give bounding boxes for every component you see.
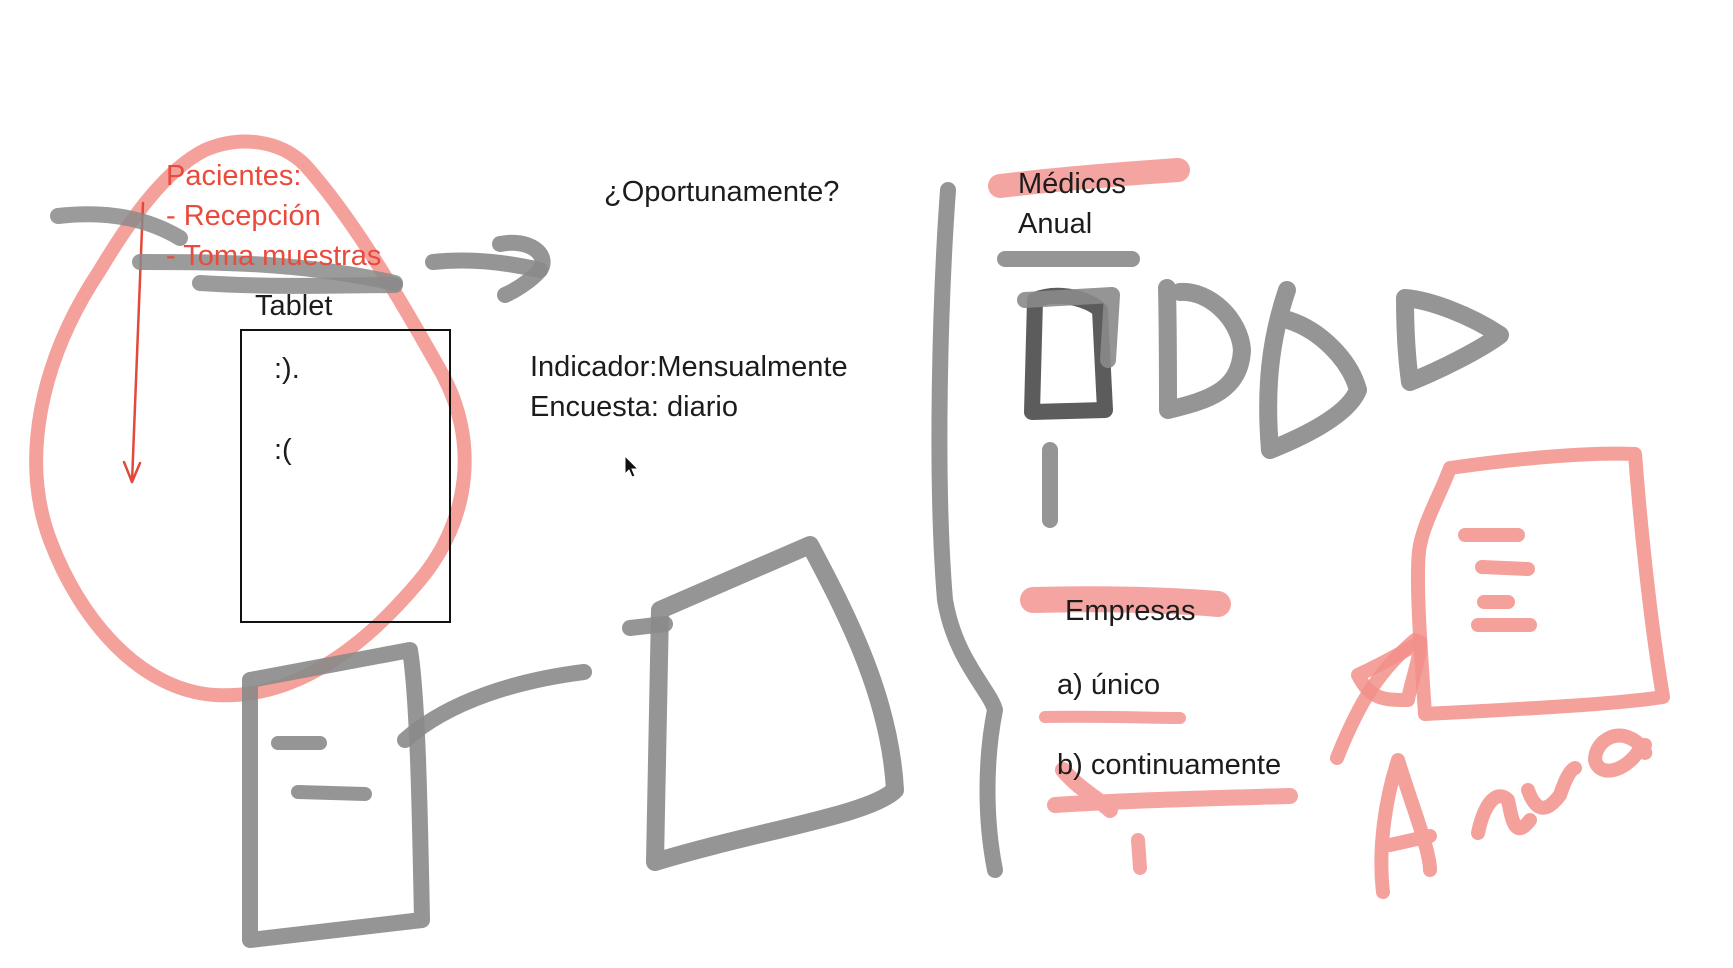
red-arrow-head (122, 460, 142, 484)
gray-stroke (291, 785, 372, 801)
red-highlight (1131, 833, 1147, 875)
gray-stroke (50, 206, 188, 246)
tablet-label: Tablet (255, 290, 333, 322)
face-happy: :). (274, 353, 300, 385)
d-shape-sketch (1396, 289, 1509, 391)
quadrilateral-sketch (646, 536, 904, 871)
bracket-stroke (931, 182, 1003, 878)
red-arrow-stroke (130, 201, 145, 484)
red-highlight (1039, 710, 1186, 724)
document-sketch (242, 642, 430, 948)
d-shape-sketch (1259, 281, 1367, 459)
dark-rect-sketch (1024, 287, 1113, 420)
list-item-recepcion: - Recepción (166, 200, 321, 232)
gray-stroke (622, 616, 673, 636)
d-shape-sketch (1158, 279, 1251, 419)
gray-stroke (397, 664, 592, 748)
red-highlight (1047, 762, 1298, 818)
red-stroke (1475, 560, 1535, 576)
gray-stroke (132, 254, 403, 291)
pacientes-title: Pacientes: (166, 160, 302, 192)
handwritten-anua-stroke (1471, 789, 1537, 840)
mouse-pointer-icon (624, 455, 640, 478)
face-sad: :( (274, 434, 292, 466)
medicos-label: Médicos (1018, 168, 1126, 200)
question-oportunamente: ¿Oportunamente? (604, 176, 840, 208)
option-a-label: a) único (1057, 669, 1161, 701)
gray-stroke (1017, 287, 1120, 368)
gray-arrow-stroke (492, 234, 551, 303)
red-document-sketch (1410, 446, 1670, 721)
red-arrow-stroke (1351, 635, 1427, 707)
anual-label: Anual (1018, 208, 1093, 240)
option-b-label: b) continuamente (1057, 749, 1282, 781)
red-highlight (988, 158, 1190, 198)
handwritten-anua-stroke (1588, 728, 1653, 778)
indicator-text: Indicador:Mensualmente (530, 351, 848, 383)
survey-text: Encuesta: diario (530, 391, 738, 423)
red-highlight (1020, 586, 1231, 617)
gray-stroke (192, 275, 403, 294)
empresas-label: Empresas (1065, 595, 1196, 627)
gray-arrow-stroke (425, 252, 548, 278)
list-item-toma-muestras: - Toma muestras (166, 240, 382, 272)
tablet-box (240, 329, 451, 623)
handwritten-anua-stroke (1521, 761, 1582, 815)
handwritten-anua-stroke (1374, 753, 1437, 899)
